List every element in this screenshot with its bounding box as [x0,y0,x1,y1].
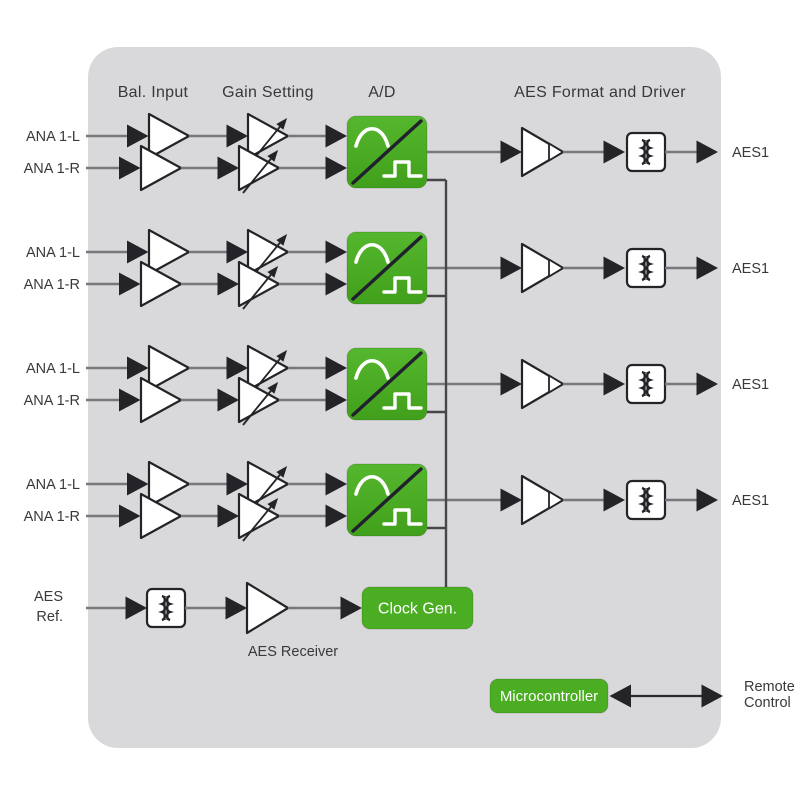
input-label: ANA 1-R [24,509,80,525]
remote-control-label-line1: Remote [744,679,795,695]
clock-gen-label: Clock Gen. [378,601,457,618]
channel-labels: ANA 1-L ANA 1-R AES1 ANA 1-L ANA 1-R AES… [24,129,770,525]
input-label: ANA 1-L [26,361,80,377]
aes-receiver-label: AES Receiver [248,644,338,660]
clock-gen-block: Clock Gen. [361,586,474,630]
input-label: ANA 1-L [26,245,80,261]
input-label: ANA 1-L [26,129,80,145]
header-ad: A/D [368,84,396,101]
output-label: AES1 [732,377,769,393]
control-section: Microcontroller Remote Control [489,678,795,714]
aes-receiver-amp-icon [245,581,290,635]
header-gain-setting: Gain Setting [222,84,314,101]
header-bal-input: Bal. Input [118,84,189,101]
output-label: AES1 [732,493,769,509]
aes-ref-label-line2: Ref. [36,609,63,625]
aes-ref-label-line1: AES [34,589,63,605]
output-label: AES1 [732,261,769,277]
input-label: ANA 1-R [24,277,80,293]
microcontroller-block: Microcontroller [489,678,609,714]
aes-reference-section: AES Ref. AES Receiver Clock Gen. [34,581,474,660]
output-label: AES1 [732,145,769,161]
input-label: ANA 1-R [24,161,80,177]
microcontroller-label: Microcontroller [500,688,598,705]
header-aes-format-driver: AES Format and Driver [514,84,686,101]
remote-control-label-line2: Control [744,695,791,711]
input-label: ANA 1-R [24,393,80,409]
input-label: ANA 1-L [26,477,80,493]
column-headers: Bal. Input Gain Setting A/D AES Format a… [118,84,686,101]
